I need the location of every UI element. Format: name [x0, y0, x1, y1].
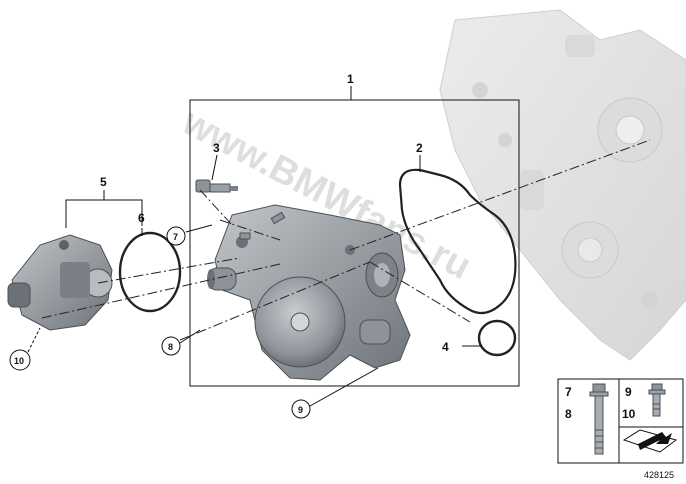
image-number: 428125 [644, 470, 674, 480]
callout-10: 10 [14, 356, 24, 366]
water-pump-illustration [207, 204, 411, 381]
leader-lines [27, 86, 482, 407]
long-bolt-icon [589, 383, 609, 455]
callout-7-circle [166, 226, 186, 246]
callout-10-circle [9, 349, 31, 371]
assembly-frame [189, 99, 520, 387]
callout-8-circle [161, 336, 181, 356]
callout-9-circle [291, 399, 311, 419]
gasket-ring-illustration [398, 168, 517, 315]
callout-8: 8 [168, 342, 173, 352]
engine-block-background [439, 9, 686, 361]
callout-6: 6 [138, 211, 145, 225]
legend-left-top: 7 [565, 385, 572, 399]
callout-7: 7 [173, 232, 178, 242]
o-ring-4-illustration [477, 319, 517, 357]
legend-right-bottom: 10 [622, 407, 636, 421]
o-ring-6-illustration [118, 231, 182, 313]
bolt-legend-box: 7 8 9 10 [557, 378, 684, 464]
legend-right-top: 9 [625, 385, 632, 399]
alignment-lines [41, 139, 651, 341]
short-bolt-icon [648, 383, 666, 417]
callout-5: 5 [100, 175, 107, 189]
callout-2: 2 [416, 141, 423, 155]
thermostat-illustration [7, 234, 113, 331]
pump-bolts [239, 211, 286, 240]
callout-1: 1 [347, 72, 354, 86]
temperature-sensor-illustration [195, 179, 238, 193]
replace-part-icon [622, 429, 678, 453]
callout-3: 3 [213, 141, 220, 155]
callout-9: 9 [298, 405, 303, 415]
callouts: 1 2 3 4 5 6 7 8 9 10 [9, 72, 449, 419]
callout-4: 4 [442, 340, 449, 354]
legend-left-bottom: 8 [565, 407, 572, 421]
